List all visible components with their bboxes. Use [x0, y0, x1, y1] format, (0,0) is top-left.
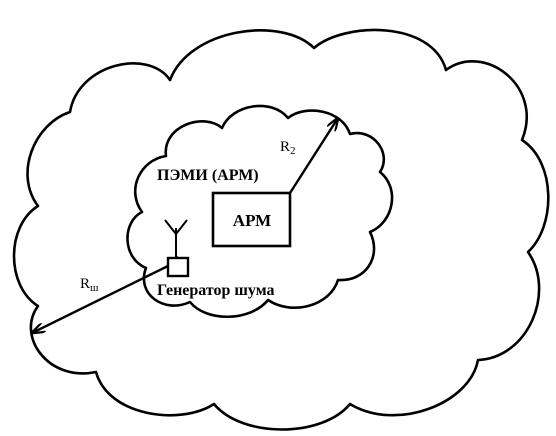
- pemi-label: ПЭМИ (АРМ): [157, 167, 259, 184]
- outer-cloud: [12, 28, 550, 431]
- noise-generator-box: [166, 256, 190, 278]
- rsh-label: Rш: [80, 276, 99, 294]
- r2-label: R2: [280, 139, 296, 157]
- r2-label-sub: 2: [290, 145, 296, 157]
- rsh-label-main: R: [80, 276, 90, 292]
- rsh-label-sub: ш: [90, 282, 99, 294]
- r2-radius-arrow: [288, 118, 338, 194]
- r2-label-main: R: [280, 139, 290, 155]
- arm-box: [211, 191, 292, 248]
- antenna-icon: [164, 219, 188, 258]
- rsh-radius-arrow: [32, 266, 168, 333]
- generator-label: Генератор шума: [157, 282, 275, 299]
- arm-label: АРМ: [233, 211, 271, 230]
